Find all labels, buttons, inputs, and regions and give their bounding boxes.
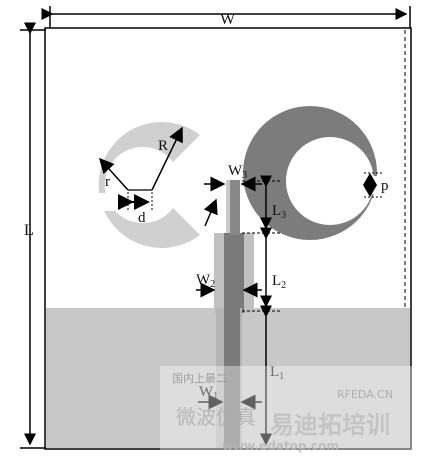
watermark-url: www.edatop.com xyxy=(222,439,339,453)
feed-width-1-label: W1 xyxy=(199,384,218,402)
right-split-ring xyxy=(242,106,378,240)
feed-length-1-label: L1 xyxy=(270,364,284,382)
gap-diamond-marker xyxy=(363,173,377,197)
watermark-line1: 国内上最二 xyxy=(172,371,227,385)
length-label: L xyxy=(24,222,34,239)
inner-radius-label: r xyxy=(105,174,110,190)
feed-section-1 xyxy=(224,308,240,448)
watermark-line2: 微波仿真 xyxy=(176,405,256,429)
watermark-brand: 易迪拓培训 xyxy=(270,411,390,439)
feed-section-2 xyxy=(224,233,244,313)
watermark: 国内上最二 RFEDA.CN 微波仿真 易迪拓培训 www.edatop.com xyxy=(160,366,415,456)
feed-width-3-pointer xyxy=(203,198,218,227)
right-ring-gap xyxy=(372,176,402,194)
outer-radius-arrow xyxy=(151,126,183,191)
left-split-ring xyxy=(98,122,200,248)
substrate-outline xyxy=(44,27,412,450)
feed-width-3-label: W3 xyxy=(228,163,247,181)
gap-label: p xyxy=(381,178,389,194)
watermark-site: RFEDA.CN xyxy=(337,388,393,401)
width-label: W xyxy=(220,11,236,28)
feed-top-dark xyxy=(230,180,240,235)
feed-length-3-label: L3 xyxy=(272,203,286,221)
inner-radius-arrow xyxy=(98,157,129,191)
feed-length-2-label: L2 xyxy=(272,273,286,291)
offset-label: d xyxy=(138,210,146,226)
outer-radius-label: R xyxy=(158,138,168,154)
feed-width-2-label: W2 xyxy=(196,272,215,290)
